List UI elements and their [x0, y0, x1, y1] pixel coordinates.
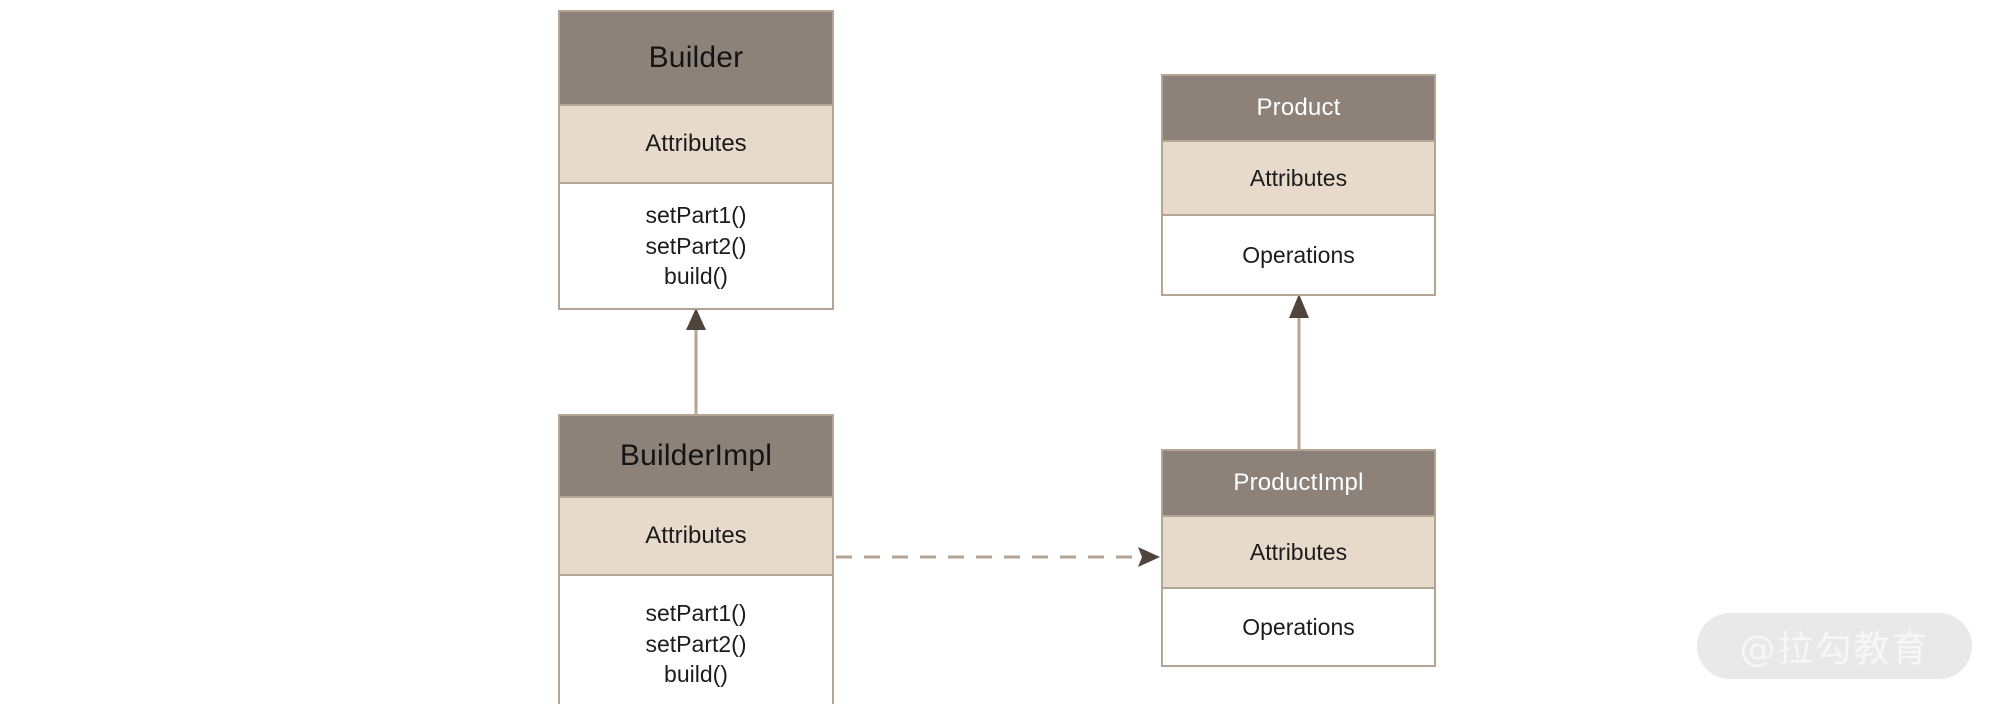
uml-class-builderimpl[interactable]: BuilderImpl Attributes setPart1() setPar…	[558, 414, 834, 704]
uml-class-builder[interactable]: Builder Attributes setPart1() setPart2()…	[558, 10, 834, 310]
uml-class-productimpl[interactable]: ProductImpl Attributes Operations	[1161, 449, 1436, 667]
uml-class-product[interactable]: Product Attributes Operations	[1161, 74, 1436, 296]
connector-productimpl-to-product	[1289, 294, 1309, 449]
operation-item: setPart2()	[645, 630, 747, 657]
class-title-builderimpl: BuilderImpl	[560, 416, 832, 498]
class-operations-builderimpl: setPart1() setPart2() build()	[560, 576, 832, 704]
filled-triangle-arrowhead-builder	[686, 308, 706, 330]
watermark-badge: @拉勾教育	[1697, 613, 1972, 679]
class-title-productimpl: ProductImpl	[1163, 451, 1434, 517]
operation-item: setPart1()	[645, 600, 747, 627]
class-attributes-builderimpl: Attributes	[560, 498, 832, 576]
filled-triangle-arrowhead-product	[1289, 294, 1309, 318]
class-title-builder: Builder	[560, 12, 832, 106]
class-title-product: Product	[1163, 76, 1434, 142]
filled-arrowhead-dependency	[1138, 547, 1160, 567]
operation-item: Operations	[1242, 613, 1355, 640]
class-operations-productimpl: Operations	[1163, 589, 1434, 665]
operation-item: build()	[664, 263, 728, 290]
class-attributes-productimpl: Attributes	[1163, 517, 1434, 589]
class-operations-builder: setPart1() setPart2() build()	[560, 184, 832, 308]
connector-builderimpl-to-productimpl	[836, 547, 1160, 567]
operation-item: build()	[664, 661, 728, 688]
operation-item: Operations	[1242, 241, 1355, 268]
class-attributes-product: Attributes	[1163, 142, 1434, 216]
class-operations-product: Operations	[1163, 216, 1434, 294]
connector-builderimpl-to-builder	[686, 308, 706, 414]
class-attributes-builder: Attributes	[560, 106, 832, 184]
operation-item: setPart2()	[645, 232, 747, 259]
operation-item: setPart1()	[645, 202, 747, 229]
